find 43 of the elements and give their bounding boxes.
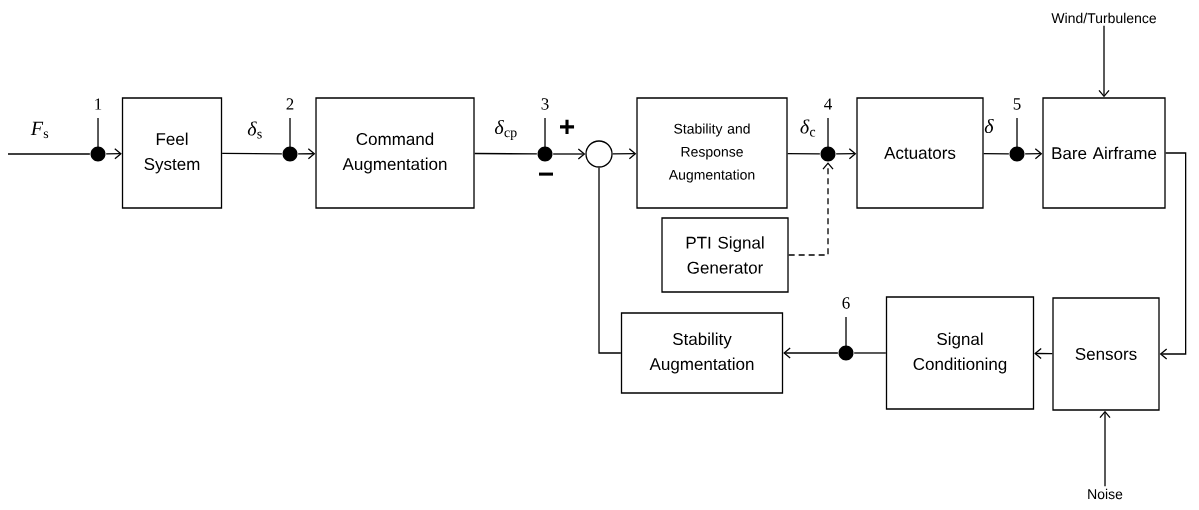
signal-label: δ$_{cp}$	[494, 119, 517, 141]
test-point-number: 2	[286, 98, 294, 110]
signal-label: F$_{s}$	[30, 121, 49, 139]
test-point-pin	[537, 117, 553, 162]
block-box: Bare Airframe	[1042, 97, 1166, 209]
block-box: Stability and Response Augmentation	[636, 97, 788, 209]
test-point-number: 5	[1013, 98, 1021, 110]
input-label: Wind/Turbulence	[1051, 12, 1157, 24]
arrow	[835, 148, 857, 160]
arrow	[297, 148, 316, 160]
test-point-pin	[282, 117, 298, 162]
block-box: Sensors	[1052, 297, 1160, 411]
arrow	[1098, 25, 1110, 98]
arrow	[1159, 152, 1187, 360]
arrow	[1024, 148, 1043, 160]
block-box: PTI Signal Generator	[661, 217, 789, 293]
block-box: Stability Augmentation	[620, 312, 784, 394]
block-box: Feel System	[121, 97, 223, 209]
test-point-pin	[838, 316, 854, 361]
test-point-pin	[90, 117, 106, 162]
arrow	[105, 148, 122, 160]
test-point-number: 1	[95, 98, 102, 110]
sign-label: +	[560, 119, 575, 134]
signal-label: δ$_{c}$	[800, 119, 816, 137]
block-box: Signal Conditioning	[885, 296, 1035, 410]
test-point-pin	[820, 117, 836, 162]
signal-label: δ$_{s}$	[247, 121, 262, 139]
arrow	[1034, 347, 1053, 360]
arrow	[552, 148, 586, 160]
test-point-pin	[1009, 117, 1025, 162]
block-box: Command Augmentation	[315, 97, 475, 209]
test-point-number: 3	[541, 98, 549, 110]
block-box: Actuators	[856, 97, 984, 209]
sign-label: −	[539, 172, 554, 176]
test-point-number: 4	[824, 98, 832, 110]
summing-junction	[585, 140, 613, 168]
signal-label: δ	[984, 118, 994, 134]
arrow	[612, 148, 637, 160]
arrow	[783, 347, 839, 359]
arrow	[788, 162, 834, 256]
arrow	[1099, 410, 1111, 487]
input-label: Noise	[1088, 488, 1123, 500]
test-point-number: 6	[842, 297, 850, 309]
